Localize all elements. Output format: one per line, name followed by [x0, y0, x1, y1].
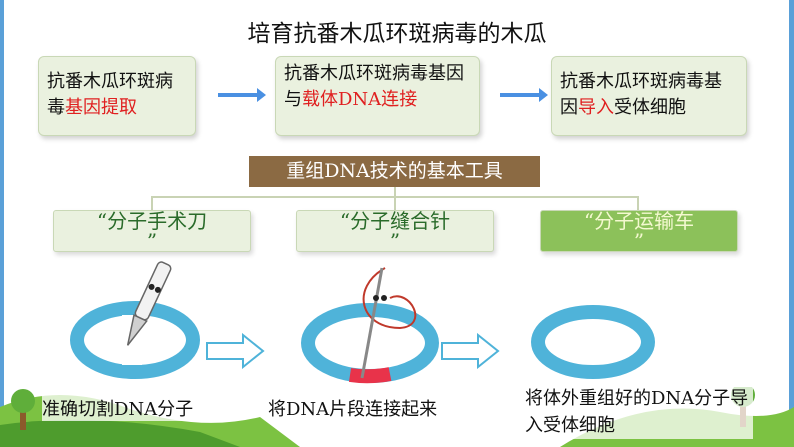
connector-line [394, 196, 396, 210]
arrow-right-icon [218, 88, 266, 102]
tool-label: “分子运输车 [583, 210, 695, 233]
hollow-arrow-icon [441, 333, 500, 369]
tool-label: “分子手术刀 [96, 210, 208, 233]
step-box-connect: 抗番木瓜环斑病毒基因与载体DNA连接 [275, 56, 480, 136]
tools-banner: 重组DNA技术的基本工具 [249, 156, 540, 187]
tool-label-quote: ” [633, 229, 645, 252]
tool-label: “分子缝合针 [339, 210, 451, 233]
step-tail: 接 [399, 89, 418, 110]
caption-import: 将体外重组好的DNA分子导入受体细胞 [525, 385, 753, 439]
connector-line [151, 196, 153, 210]
dna-ring-join-icon [301, 267, 439, 384]
caption-cut: 准确切割DNA分子 [42, 395, 222, 421]
step-text: 抗番木瓜环斑病毒基因与 [284, 63, 464, 110]
step-box-extract: 抗番木瓜环斑病毒基因提取 [38, 56, 196, 136]
step-box-import: 抗番木瓜环斑病毒基因导入受体细胞 [551, 56, 747, 136]
step-highlight: 基因提取 [65, 97, 137, 118]
hollow-arrow-icon [206, 333, 265, 369]
caption-join: 将DNA片段连接起来 [268, 395, 468, 421]
slide-title: 培育抗番木瓜环斑病毒的木瓜 [247, 21, 547, 47]
tool-box-scalpel: “分子手术刀 ” [53, 210, 251, 252]
step-highlight: 载体DNA连 [302, 89, 400, 110]
tool-box-needle: “分子缝合针 ” [296, 210, 494, 252]
tool-label-quote: ” [146, 229, 158, 252]
dna-ring-icon [531, 305, 655, 379]
connector-line [394, 187, 396, 197]
dna-ring-cut-icon [70, 261, 200, 379]
connector-line [637, 196, 639, 210]
left-frame-bar [0, 0, 4, 447]
step-text: 抗番木瓜环斑病毒基因 [560, 71, 722, 118]
step-text: 抗番木瓜环斑病毒 [47, 71, 173, 118]
arrow-right-icon [500, 88, 548, 102]
tool-box-carrier: “分子运输车 ” [540, 210, 738, 252]
step-highlight: 导入 [578, 97, 614, 118]
right-frame-bar [789, 0, 794, 447]
tool-label-quote: ” [389, 229, 401, 252]
step-tail: 受体细胞 [614, 97, 686, 118]
